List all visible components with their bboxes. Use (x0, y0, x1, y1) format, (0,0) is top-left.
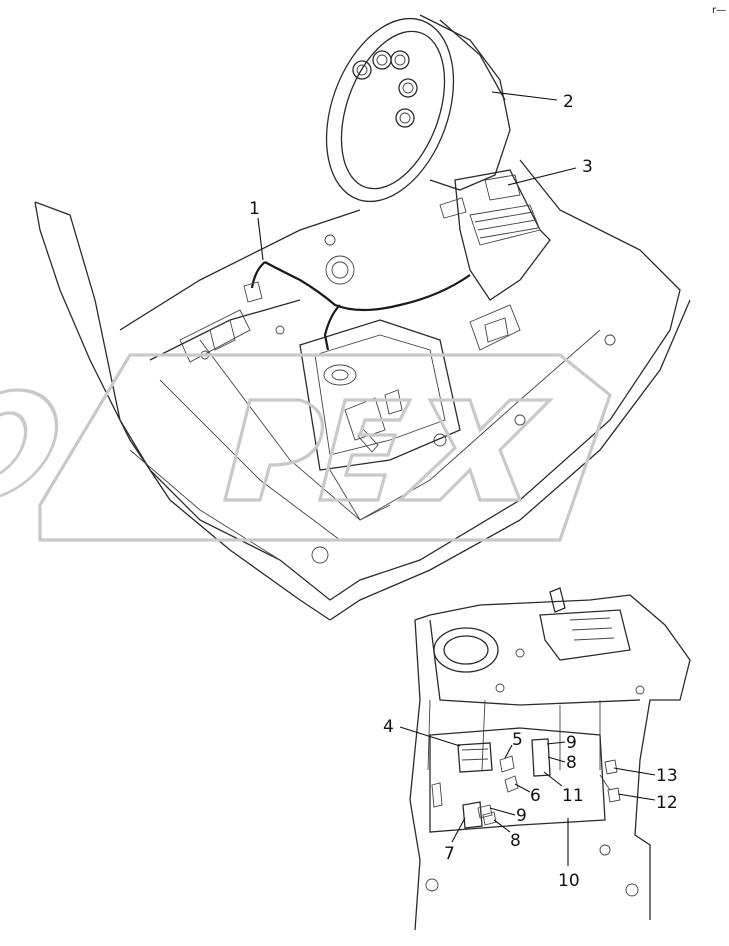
steering-column (439, 169, 551, 301)
callout-8a: 8 (547, 753, 577, 773)
svg-text:1: 1 (249, 199, 260, 219)
corner-mark: r— (712, 5, 726, 16)
callout-6: 6 (514, 783, 541, 806)
callout-1: 1 (249, 199, 264, 261)
svg-text:9: 9 (566, 733, 577, 753)
svg-text:10: 10 (558, 871, 580, 891)
callout-3: 3 (507, 157, 593, 186)
callout-9b: 9 (489, 806, 527, 826)
wiring-harness (243, 261, 471, 351)
svg-text:9: 9 (516, 806, 527, 826)
callout-10: 10 (558, 818, 580, 891)
callout-9a: 9 (546, 733, 577, 753)
callout-13: 13 (613, 766, 678, 786)
callout-7: 7 (444, 817, 466, 864)
svg-text:12: 12 (656, 793, 678, 813)
svg-text:8: 8 (566, 753, 577, 773)
svg-text:3: 3 (582, 157, 593, 177)
callout-2: 2 (491, 91, 574, 112)
cab-floor-assembly (34, 159, 691, 621)
svg-text:8: 8 (510, 831, 521, 851)
callout-11: 11 (543, 771, 584, 806)
steering-wheel (325, 14, 511, 203)
callout-12: 12 (617, 793, 678, 813)
svg-text:4: 4 (383, 717, 394, 737)
watermark-label: OPEX (300, 469, 303, 471)
svg-text:2: 2 (563, 92, 574, 112)
callout-4: 4 (383, 717, 461, 747)
callout-8b: 8 (493, 819, 521, 851)
svg-text:13: 13 (656, 766, 678, 786)
svg-text:6: 6 (530, 786, 541, 806)
opex-watermark: OPEX (0, 353, 612, 542)
callout-5: 5 (504, 730, 523, 759)
svg-text:7: 7 (444, 844, 455, 864)
svg-text:11: 11 (562, 786, 584, 806)
svg-text:5: 5 (512, 730, 523, 750)
switch-panel-inset (409, 587, 691, 931)
